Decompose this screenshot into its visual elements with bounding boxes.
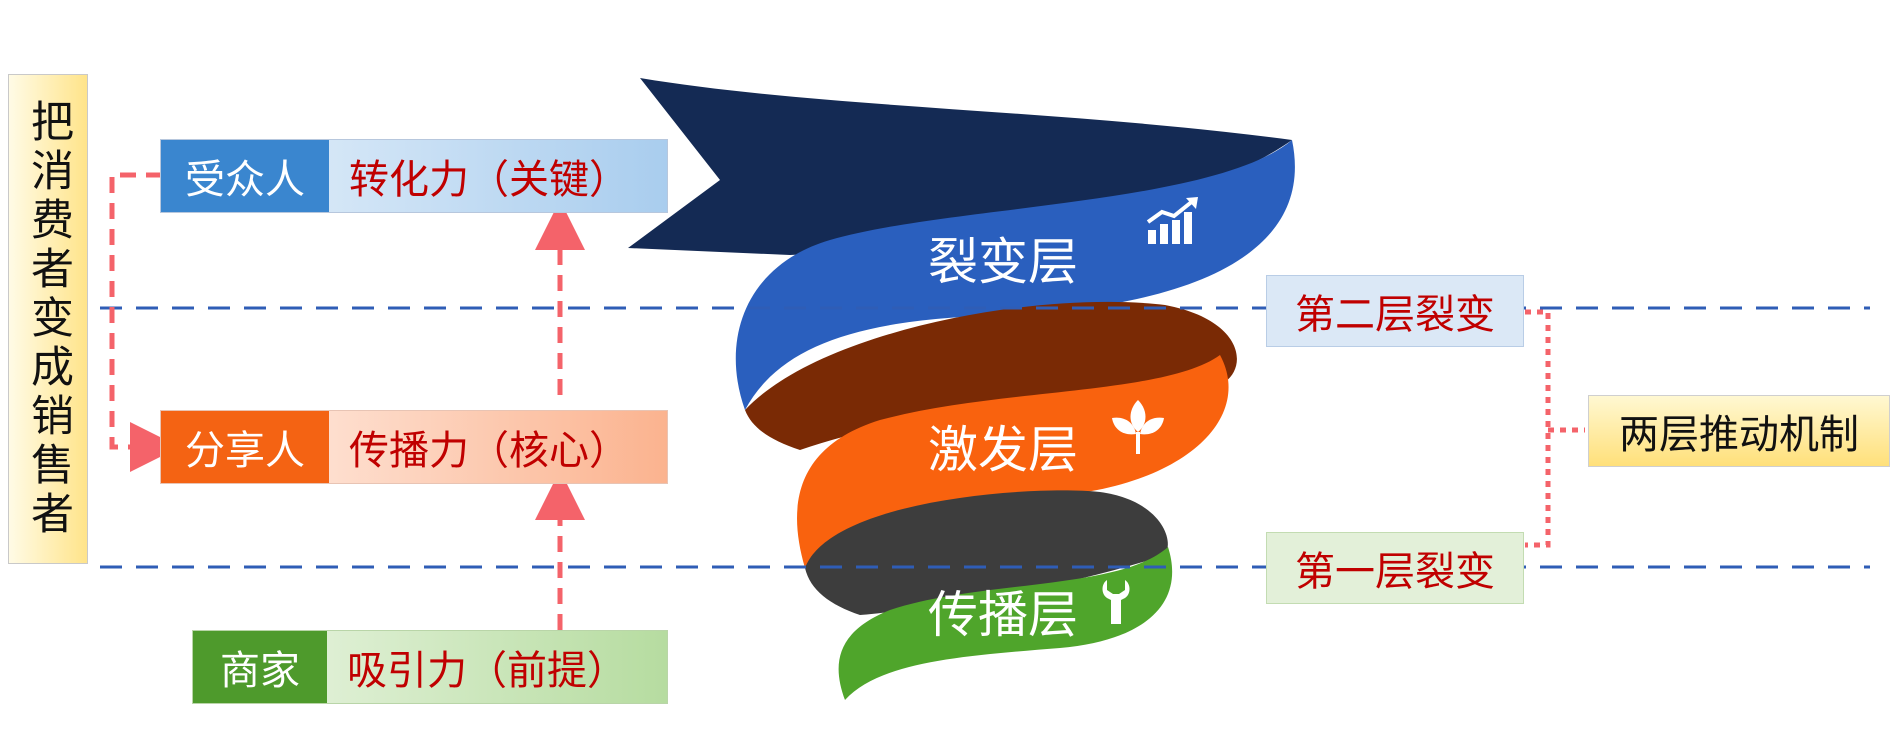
- layer-band-fission: [735, 140, 1295, 410]
- left-title: 把消费者变成销售者: [23, 98, 74, 540]
- role-label-merchant: 商家: [193, 631, 327, 703]
- layer-name-excite: 激发层: [928, 421, 1078, 479]
- layer-name-fission: 裂变层: [928, 233, 1078, 291]
- role-value-sharer: 传播力（核心）: [349, 428, 629, 474]
- wrench-icon: [1102, 580, 1130, 624]
- sprout-icon: [1112, 400, 1164, 454]
- fission-second-box: 第二层裂变: [1266, 275, 1524, 347]
- fission-first-box: 第一层裂变: [1266, 532, 1524, 604]
- role-value-audience: 转化力（关键）: [349, 157, 629, 203]
- left-title-box: 把消费者变成销售者: [8, 74, 88, 564]
- role-row-sharer: 分享人 传播力（核心）: [160, 410, 668, 484]
- role-row-merchant: 商家 吸引力（前提）: [192, 630, 668, 704]
- layer-band-back-brown: [745, 301, 1237, 450]
- ribbon-tail: [628, 78, 1292, 255]
- connector-audience-sharer: [109, 172, 180, 472]
- mechanism-box: 两层推动机制: [1588, 395, 1890, 467]
- connector-fission-bracket: [1525, 309, 1551, 548]
- role-label-sharer: 分享人: [161, 411, 329, 483]
- layer-band-spread: [838, 547, 1173, 700]
- role-value-merchant: 吸引力（前提）: [347, 648, 627, 694]
- role-row-audience: 受众人 转化力（关键）: [160, 139, 668, 213]
- layer-name-spread: 传播层: [928, 586, 1078, 644]
- growth-chart-icon: [1146, 197, 1198, 244]
- layer-band-back-grey: [805, 490, 1168, 615]
- layer-band-excite: [797, 355, 1229, 568]
- role-label-audience: 受众人: [161, 140, 329, 212]
